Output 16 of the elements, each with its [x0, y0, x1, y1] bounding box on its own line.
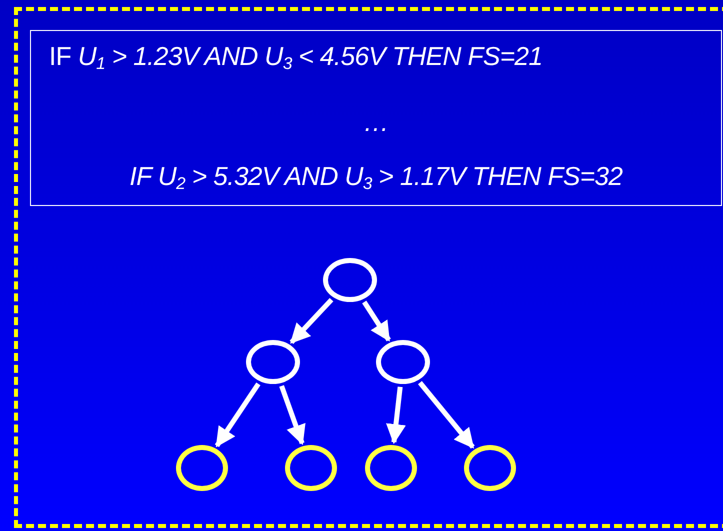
ellipse	[176, 445, 228, 491]
arrow	[214, 382, 260, 448]
ellipse	[285, 445, 337, 491]
ellipse	[323, 258, 377, 302]
ellipse	[464, 445, 516, 491]
arrow	[279, 385, 306, 446]
arrow	[418, 381, 475, 449]
rule-text: IF U$_{2}$ > 5.32V AND U$_{3}$ > 1.17V THEN FS=32	[128, 163, 624, 189]
rule-text: …	[362, 109, 390, 135]
ellipse	[376, 340, 430, 384]
arrow	[290, 298, 334, 344]
arrow	[386, 386, 406, 444]
ellipse	[246, 340, 300, 384]
arrow	[362, 300, 391, 342]
rule-text: IF U$_{1}$ > 1.23V AND U$_{3}$ < 4.56V THEN FS=21	[49, 43, 542, 69]
ellipse	[365, 445, 417, 491]
